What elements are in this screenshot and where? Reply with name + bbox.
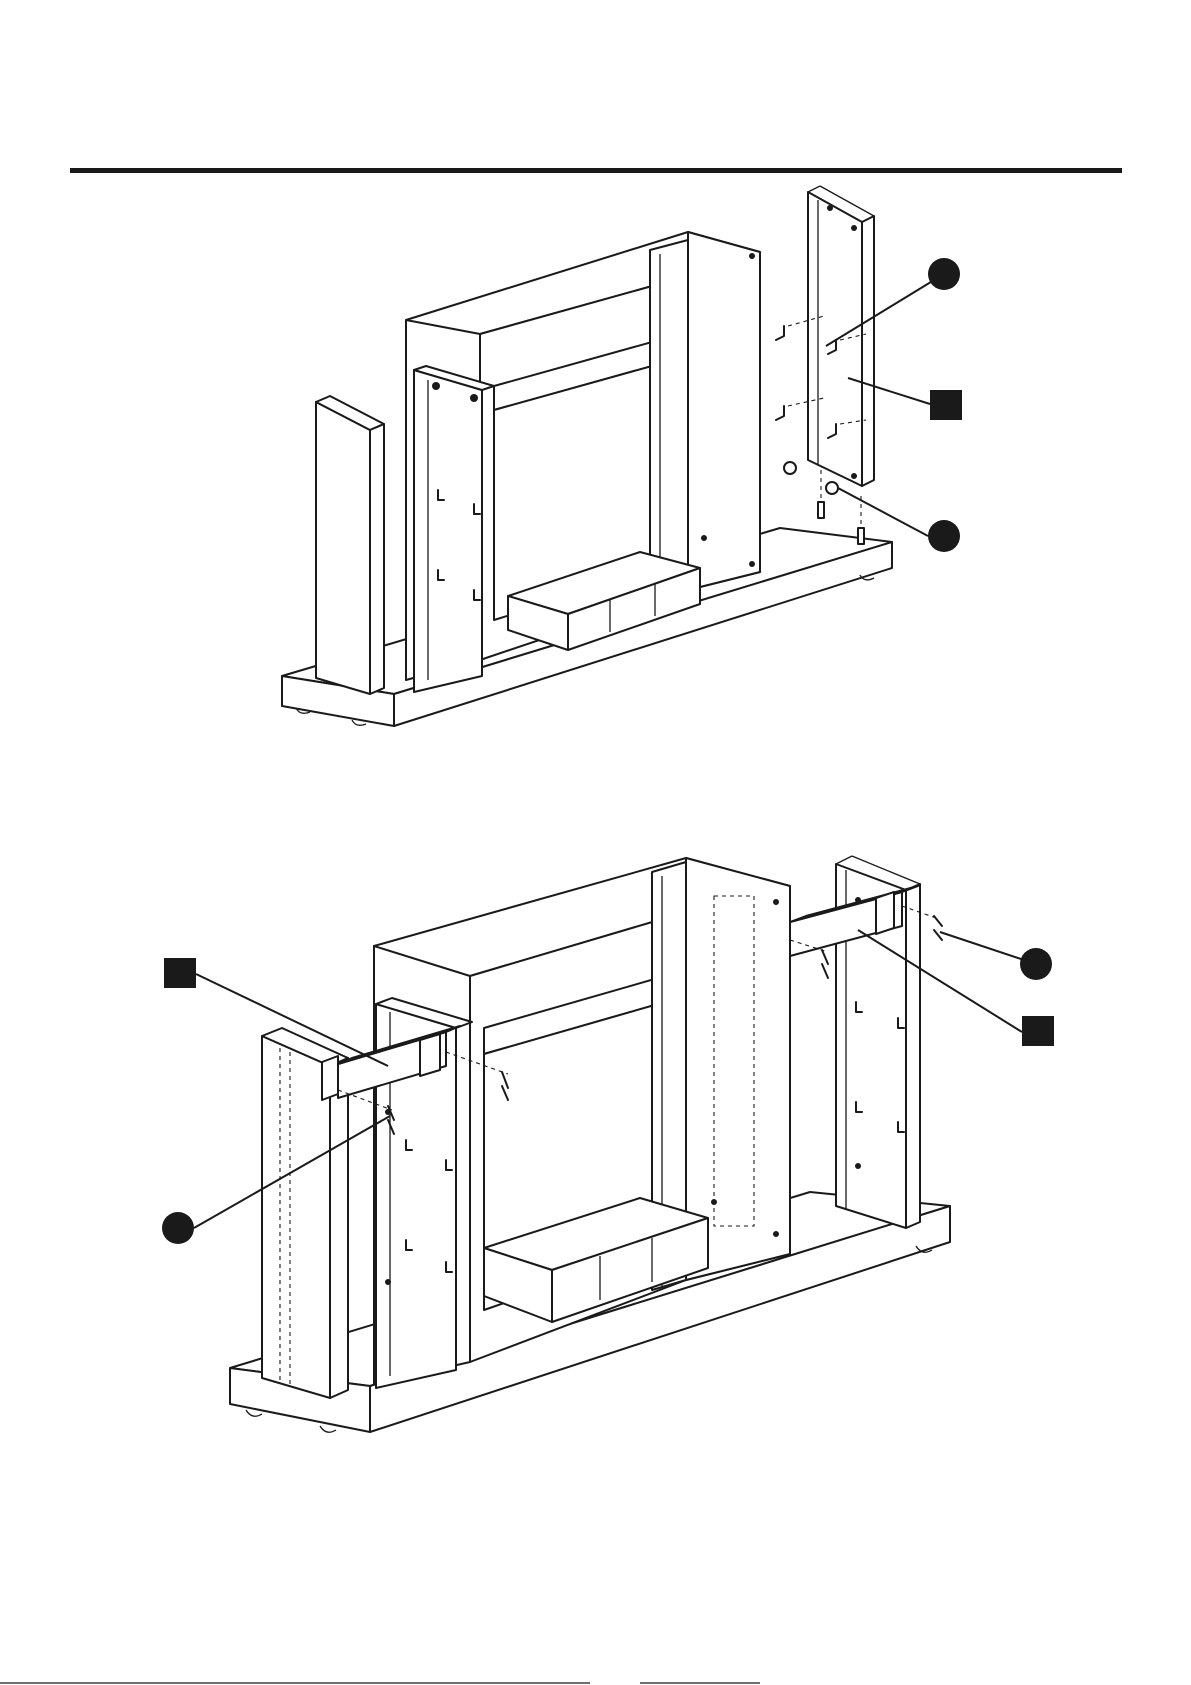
step-2-left-part-marker — [162, 1212, 194, 1244]
step-1-left-inner-panel — [414, 366, 494, 692]
step-1-illustration — [282, 186, 892, 726]
step-2-right-brace-marker — [1022, 1016, 1054, 1046]
step-1-right-panel — [776, 186, 874, 544]
step-1-panel-marker — [930, 390, 962, 420]
step-2-right-part-marker — [1020, 948, 1052, 980]
step-2-left-brace-marker — [164, 958, 196, 988]
step-2-illustration — [230, 856, 950, 1432]
step-1-part-marker-a — [928, 258, 960, 290]
step-1-part-marker-b — [928, 520, 960, 552]
step-1-far-left-panel — [316, 396, 384, 694]
